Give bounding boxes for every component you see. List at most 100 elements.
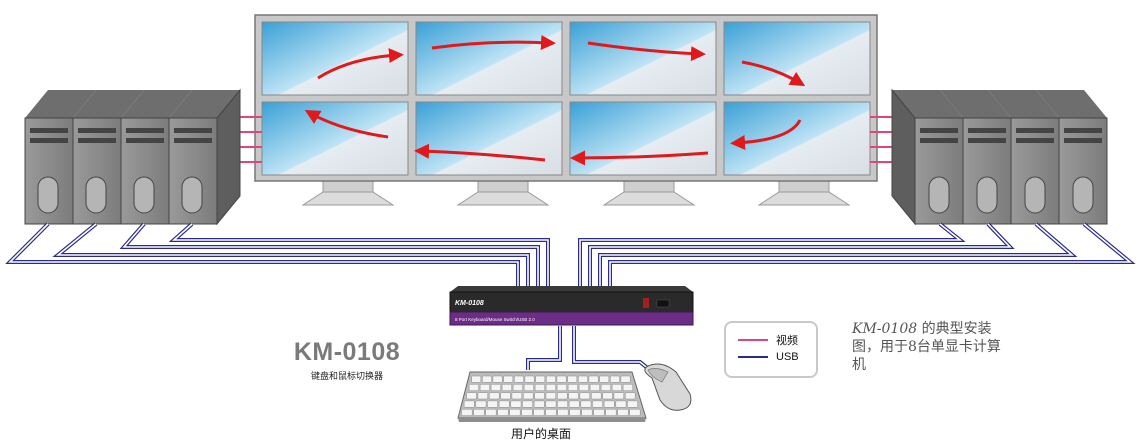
keyboard-key xyxy=(485,408,497,416)
legend-label-video: 视频 xyxy=(776,335,798,347)
keyboard-key xyxy=(492,375,503,383)
keyboard-key xyxy=(521,408,533,416)
keyboard-key xyxy=(557,392,568,400)
computer-towers-left xyxy=(24,88,241,226)
keyboard-key xyxy=(475,400,487,408)
keyboard-key xyxy=(567,375,578,383)
keyboard-key xyxy=(600,384,611,391)
keyboard-key xyxy=(578,384,589,391)
keyboard-key xyxy=(535,375,546,383)
keyboard-key xyxy=(533,408,545,416)
keyboard-key xyxy=(514,375,524,383)
keyboard-key xyxy=(613,392,625,400)
keyboard-key xyxy=(498,400,510,408)
keyboard xyxy=(457,371,647,422)
keyboard-key xyxy=(591,392,602,400)
keyboard-key xyxy=(511,392,523,400)
keyboard-key xyxy=(545,400,557,408)
keyboard-key xyxy=(477,392,489,400)
keyboard-key xyxy=(500,392,511,400)
keyboard-key xyxy=(569,408,581,416)
keyboard-key xyxy=(602,392,613,400)
keyboard-key xyxy=(622,384,633,391)
keyboard-key xyxy=(461,408,473,416)
keyboard-key xyxy=(533,400,545,408)
monitor-wall xyxy=(254,14,878,182)
monitor-screen xyxy=(261,21,409,96)
keyboard-key xyxy=(497,408,509,416)
keyboard-key xyxy=(473,408,485,416)
keyboard-key xyxy=(611,384,622,391)
keyboard-key xyxy=(534,392,545,400)
desk-label: 用户的桌面 xyxy=(510,427,571,441)
mouse-flow-arrows xyxy=(304,35,806,166)
keyboard-key xyxy=(463,400,475,408)
video-cables xyxy=(240,116,892,163)
keyboard-key xyxy=(557,408,569,416)
keyboard-key xyxy=(568,392,579,400)
keyboard-key xyxy=(524,375,535,383)
keyboard-key xyxy=(592,400,603,408)
keyboard-key xyxy=(512,384,523,391)
keyboard-key xyxy=(523,384,534,391)
legend-label-usb: USB xyxy=(776,351,799,363)
legend-item-usb: USB xyxy=(738,350,799,364)
monitor-screen xyxy=(261,101,409,176)
keyboard-key xyxy=(503,375,514,383)
keyboard-key xyxy=(568,400,580,408)
keyboard-key xyxy=(545,384,556,391)
computer-towers-right xyxy=(891,88,1108,226)
monitor-screen xyxy=(723,21,871,96)
keyboard-key xyxy=(581,408,593,416)
legend-swatch-usb xyxy=(738,356,768,358)
monitor-screen xyxy=(415,101,563,176)
monitor-stands xyxy=(301,177,851,206)
keyboard-key xyxy=(629,408,641,416)
keyboard-key xyxy=(580,400,592,408)
keyboard-key xyxy=(605,408,617,416)
monitor-screen xyxy=(415,21,563,96)
monitor-screen xyxy=(569,101,717,176)
keyboard-key xyxy=(603,400,615,408)
keyboard-key xyxy=(615,400,627,408)
keyboard-key xyxy=(489,392,500,400)
keyboard-key xyxy=(593,408,605,416)
legend: 视频 USB xyxy=(724,321,818,378)
keyboard-key xyxy=(545,392,557,400)
keyboard-key xyxy=(567,384,578,391)
keyboard-key xyxy=(579,392,591,400)
keyboard-key xyxy=(589,384,600,391)
monitor-screen xyxy=(723,101,871,176)
keyboard-key xyxy=(479,384,490,391)
switch-strip-text: 8 Port Keyboard/Mouse Switch/USB 2.0 xyxy=(455,317,535,322)
caption-model: KM-0108 xyxy=(852,321,918,337)
monitor-screen xyxy=(569,21,717,96)
keyboard-key xyxy=(588,375,599,383)
caption-text: 的典型安装图，用于8台单显卡计算机 xyxy=(852,321,1001,373)
keyboard-key xyxy=(545,408,557,416)
legend-swatch-video xyxy=(738,339,768,341)
keyboard-key xyxy=(482,375,492,383)
keyboard-key xyxy=(627,400,638,408)
product-title: KM-0108 xyxy=(293,338,401,366)
mouse xyxy=(644,363,692,411)
keyboard-key xyxy=(556,375,567,383)
switch-strip xyxy=(449,311,694,326)
keyboard-key xyxy=(522,400,533,408)
keyboard-key xyxy=(471,375,482,383)
keyboard-key xyxy=(510,400,522,408)
keyboard-key xyxy=(610,375,620,383)
keyboard-key xyxy=(599,375,610,383)
keyboard-key xyxy=(523,392,534,400)
keyboard-key xyxy=(556,384,567,391)
keyboard-key xyxy=(468,384,479,391)
keyboard-key xyxy=(501,384,512,391)
keyboard-key xyxy=(625,392,636,400)
product-subtitle: 键盘和鼠标切换器 xyxy=(310,372,383,382)
keyboard-key xyxy=(466,392,477,400)
keyboard-key xyxy=(509,408,521,416)
legend-item-video: 视频 xyxy=(738,333,798,347)
keyboard-key xyxy=(557,400,568,408)
keyboard-key xyxy=(487,400,498,408)
